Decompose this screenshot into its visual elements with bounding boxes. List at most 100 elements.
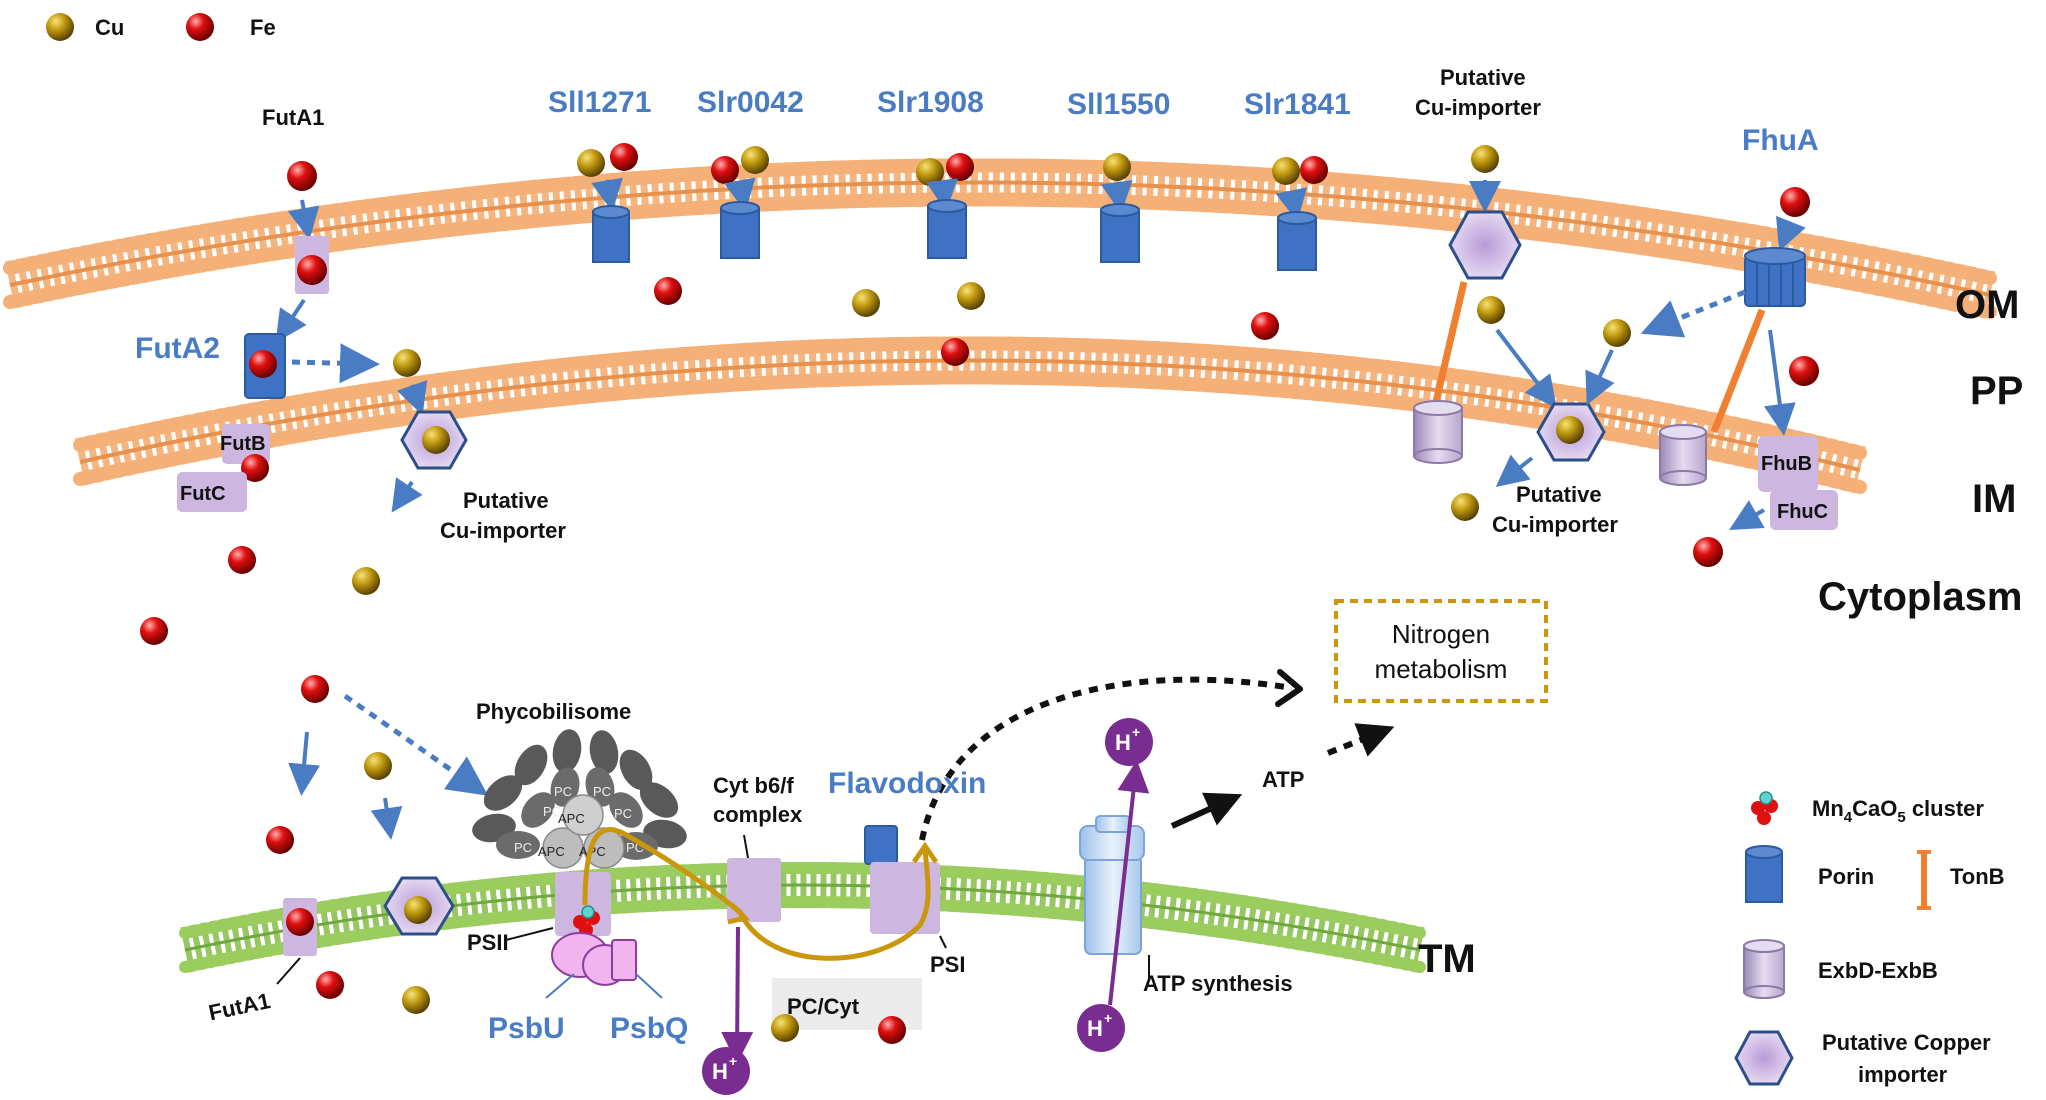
fe-ion bbox=[228, 546, 256, 574]
psii-label: PSII bbox=[467, 930, 509, 955]
svg-text:APC: APC bbox=[558, 811, 585, 826]
futb-label: FutB bbox=[220, 433, 266, 455]
cu-ion bbox=[1471, 145, 1499, 173]
legend-mn-cluster-label: Mn4CaO5 cluster bbox=[1812, 796, 1984, 826]
putative-cu-importer-left-l1: Putative bbox=[463, 488, 549, 513]
exbd-exbb-left bbox=[1413, 400, 1463, 464]
fhuc-label: FhuC bbox=[1777, 501, 1828, 523]
futb-protein bbox=[222, 424, 270, 464]
fe-ion bbox=[1693, 537, 1723, 567]
fe-ion bbox=[241, 454, 269, 482]
fhua-label: FhuA bbox=[1742, 124, 1819, 157]
legend-cu-importer-icon bbox=[1734, 1030, 1794, 1086]
putative-cu-importer-left-l2: Cu-importer bbox=[440, 518, 566, 543]
svg-text:+: + bbox=[729, 1053, 737, 1069]
flavodoxin-label: Flavodoxin bbox=[828, 767, 986, 800]
cytb6f-complex bbox=[727, 858, 781, 922]
mn4cao5-cluster bbox=[573, 905, 600, 937]
tonb-link bbox=[1432, 281, 1468, 403]
fe-legend-icon bbox=[186, 13, 214, 41]
cytb6f-label-l1: Cyt b6/f bbox=[713, 773, 794, 798]
fe-ion bbox=[1789, 356, 1819, 386]
thylakoid-membrane bbox=[179, 862, 1426, 973]
svg-text:+: + bbox=[1132, 724, 1140, 740]
putative-cu-importer-right-l2: Cu-importer bbox=[1492, 512, 1618, 537]
tm-label: TM bbox=[1418, 937, 1476, 981]
porin-label: Sll1550 bbox=[1067, 88, 1170, 121]
legend-porin-icon bbox=[1745, 845, 1783, 903]
fe-ion bbox=[941, 338, 969, 366]
psi-label: PSI bbox=[930, 952, 965, 977]
fe-ion bbox=[301, 675, 329, 703]
cu-legend-icon bbox=[46, 13, 74, 41]
cu-ion bbox=[404, 896, 432, 924]
fe-ion bbox=[1780, 187, 1810, 217]
fe-ion bbox=[140, 617, 168, 645]
atp-synthesis-label: ATP synthesis bbox=[1143, 971, 1293, 996]
svg-text:PC: PC bbox=[593, 784, 611, 799]
porin-slr1908 bbox=[927, 199, 967, 259]
futa1-bottom-label: FutA1 bbox=[206, 988, 272, 1025]
pp-label: PP bbox=[1970, 369, 2023, 413]
porin-label: Slr1908 bbox=[877, 86, 984, 119]
fhub-protein bbox=[1758, 436, 1818, 492]
fe-ion bbox=[1251, 312, 1279, 340]
im-label: IM bbox=[1972, 477, 2016, 521]
svg-text:H: H bbox=[1087, 1016, 1103, 1041]
fe-ion bbox=[249, 350, 277, 378]
legend-porin-label: Porin bbox=[1818, 864, 1874, 889]
legend-mn-cluster bbox=[1751, 791, 1778, 825]
svg-text:PC: PC bbox=[554, 784, 572, 799]
cu-ion bbox=[422, 426, 450, 454]
proton-icon: H + bbox=[1105, 718, 1153, 766]
putative-cu-importer-om-l1: Putative bbox=[1440, 65, 1526, 90]
psbq-label: PsbQ bbox=[610, 1012, 688, 1045]
nitrogen-label-l2: metabolism bbox=[1375, 654, 1508, 684]
fhub-label: FhuB bbox=[1761, 453, 1812, 475]
fe-ion bbox=[266, 826, 294, 854]
porin-sll1271 bbox=[592, 205, 630, 263]
cu-ion bbox=[771, 1014, 799, 1042]
cu-ion bbox=[1477, 296, 1505, 324]
legend-cu-importer-l2: importer bbox=[1858, 1062, 1948, 1087]
futc-label: FutC bbox=[180, 483, 226, 505]
putative-cu-importer-om bbox=[1448, 210, 1522, 280]
tonb-link bbox=[1710, 308, 1766, 434]
cu-ion bbox=[364, 752, 392, 780]
fe-ion bbox=[297, 255, 327, 285]
legend-tonb-icon bbox=[1917, 850, 1931, 910]
putative-cu-importer-om-l2: Cu-importer bbox=[1415, 95, 1541, 120]
cu-legend-label: Cu bbox=[95, 15, 124, 40]
legend-cu-importer-l1: Putative Copper bbox=[1822, 1030, 1991, 1055]
fe-legend-label: Fe bbox=[250, 15, 276, 40]
fhuc-protein bbox=[1770, 490, 1838, 530]
cu-ion bbox=[1451, 493, 1479, 521]
futa1-top-label: FutA1 bbox=[262, 105, 324, 130]
fe-ion bbox=[654, 277, 682, 305]
svg-text:PC: PC bbox=[543, 804, 561, 819]
porin-slr1841 bbox=[1277, 211, 1317, 271]
svg-text:H: H bbox=[1115, 730, 1131, 755]
legend-exbd-exbb-label: ExbD-ExbB bbox=[1818, 958, 1938, 983]
psbu-label: PsbU bbox=[488, 1012, 565, 1045]
pc-cyt-label: PC/Cyt bbox=[787, 994, 860, 1019]
phycobilisome-label: Phycobilisome bbox=[476, 699, 631, 724]
exbd-exbb-right bbox=[1659, 424, 1707, 486]
porin-sll1550 bbox=[1100, 203, 1140, 263]
flavodoxin-protein bbox=[864, 825, 898, 865]
porin-slr0042 bbox=[720, 201, 760, 259]
svg-text:H: H bbox=[712, 1059, 728, 1084]
fhua-protein bbox=[1744, 247, 1806, 307]
legend-tonb-label: TonB bbox=[1950, 864, 2005, 889]
cytoplasm-label: Cytoplasm bbox=[1818, 575, 2023, 619]
svg-text:PC: PC bbox=[514, 840, 532, 855]
flux-to-nitrogen-arrow bbox=[919, 676, 1293, 841]
porin-group: Sll1271 Slr0042 Slr1908 Sll1550 Slr1841 bbox=[548, 86, 1351, 271]
cu-ion bbox=[393, 349, 421, 377]
atp-label: ATP bbox=[1262, 767, 1304, 792]
cu-ion bbox=[957, 282, 985, 310]
fe-ion bbox=[287, 161, 317, 191]
cu-ion bbox=[352, 567, 380, 595]
legend-exbd-exbb-icon bbox=[1743, 939, 1785, 999]
